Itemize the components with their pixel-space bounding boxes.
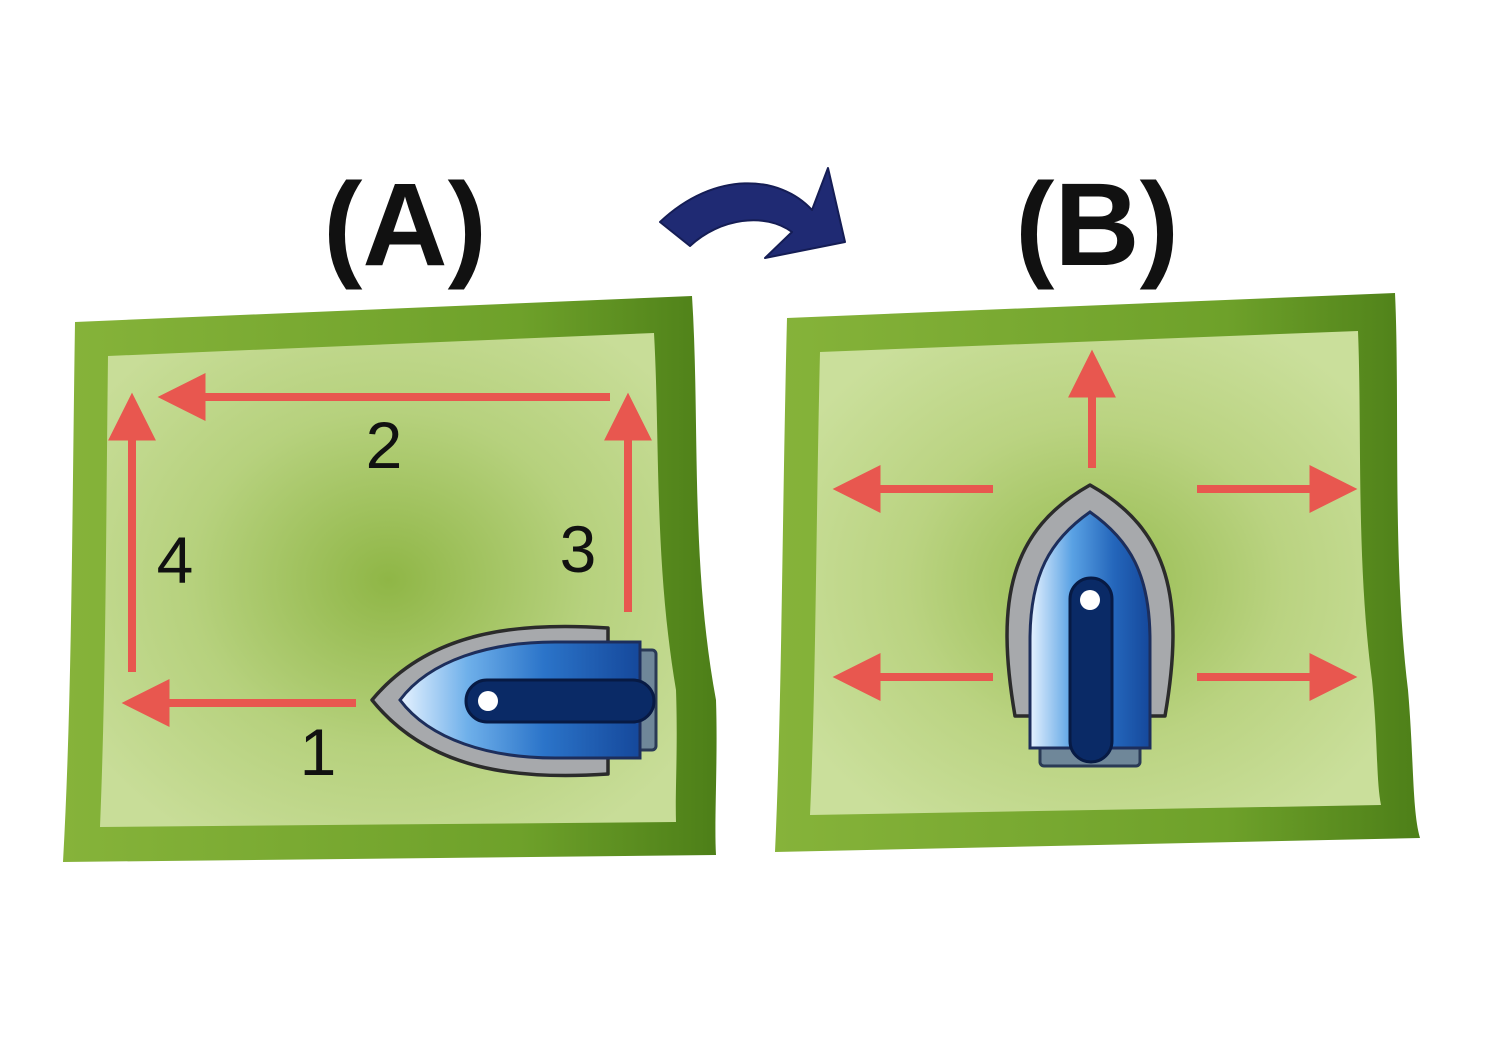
stretch-arrows [832,349,1358,701]
iron-icon [1005,483,1175,768]
curved-arrow-icon [659,167,846,259]
step-label-3: 3 [560,512,597,586]
step-label-1: 1 [300,715,337,789]
step-label-4: 4 [157,523,194,597]
ironing-path-arrows [108,373,652,727]
panel-a: (A) 1 2 3 4 [63,159,717,862]
step-label-2: 2 [366,408,403,482]
panel-b: (B) [775,159,1420,852]
panel-b-label: (B) [1015,159,1179,291]
iron-icon [370,624,658,778]
panel-a-label: (A) [323,159,487,291]
